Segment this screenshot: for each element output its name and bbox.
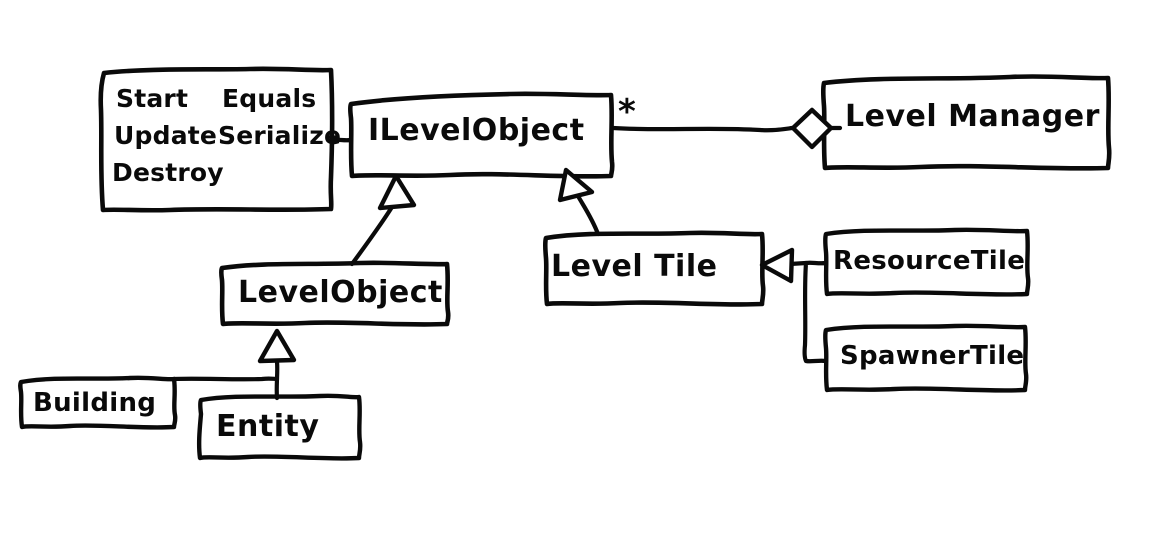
tiles-generalization-line (802, 260, 829, 364)
levelobject-generalization-line (349, 204, 395, 267)
building-outline (18, 375, 178, 430)
aggregation-line (610, 125, 795, 133)
tiles-generalization-arrowhead (759, 247, 795, 284)
ilevelobject-outline (347, 91, 615, 179)
leveltile-outline (542, 230, 766, 307)
resourcetile-outline (823, 227, 1031, 297)
note-link-line (328, 137, 354, 143)
levelmanager-outline (820, 74, 1112, 171)
spawnertile-outline (823, 323, 1029, 393)
subclass-generalization-arrowhead (257, 328, 297, 364)
levelobject-generalization-arrowhead (377, 173, 417, 211)
entity-outline (196, 393, 363, 461)
methods-box-outline (98, 66, 335, 213)
levelobject-outline (218, 260, 451, 327)
leveltile-generalization-arrowhead (557, 167, 595, 203)
building-generalization-line (171, 376, 280, 382)
leveltile-generalization-line (575, 193, 601, 237)
